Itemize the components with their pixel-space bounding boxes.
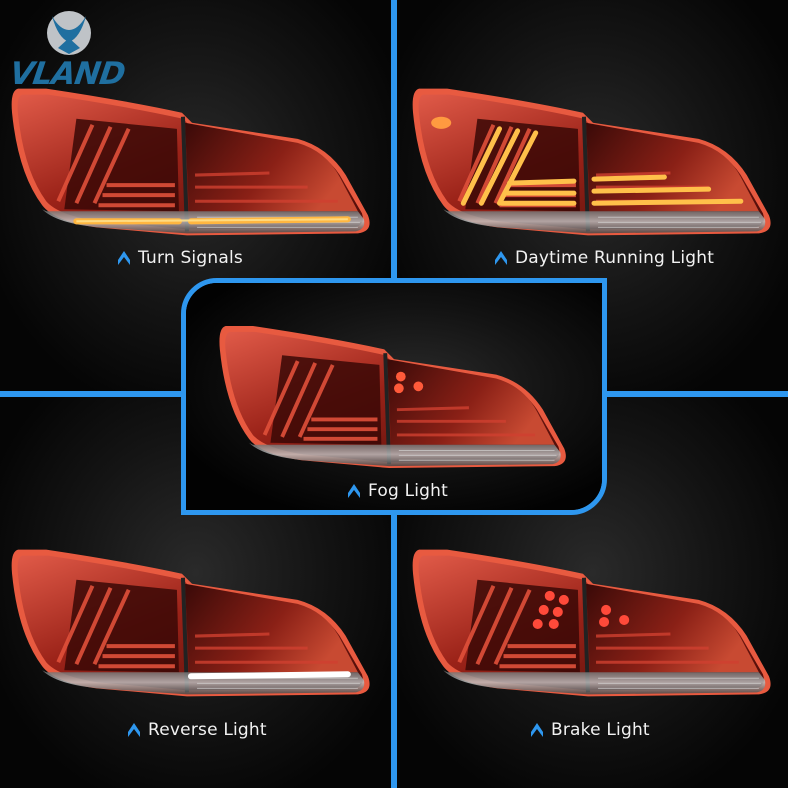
- tail-lamp-image: [6, 543, 378, 705]
- chevron-up-icon: [348, 484, 360, 498]
- chevron-up-icon: [531, 723, 543, 737]
- chevron-up-icon: [495, 251, 507, 265]
- panel-fog-light: Fog Light: [181, 278, 607, 515]
- caption-label: Daytime Running Light: [515, 248, 715, 268]
- vland-emblem-icon: [47, 11, 91, 55]
- tail-lamp-image: [6, 82, 378, 244]
- caption-label: Brake Light: [551, 720, 650, 740]
- caption-brake-light: Brake Light: [531, 720, 650, 740]
- brand-logo: VLAND: [4, 4, 130, 92]
- caption-turn-signals: Turn Signals: [118, 248, 243, 268]
- chevron-up-icon: [128, 723, 140, 737]
- caption-label: Reverse Light: [148, 720, 267, 740]
- caption-reverse-light: Reverse Light: [128, 720, 267, 740]
- chevron-up-icon: [118, 251, 130, 265]
- tail-lamp-image: [214, 319, 574, 477]
- caption-label: Fog Light: [368, 481, 448, 501]
- tail-lamp-image: [407, 543, 779, 705]
- caption-daytime-running-light: Daytime Running Light: [495, 248, 714, 268]
- caption-fog-light: Fog Light: [348, 481, 448, 501]
- tail-lamp-image: [407, 82, 779, 244]
- caption-label: Turn Signals: [138, 248, 243, 268]
- brand-name: VLAND: [7, 56, 127, 92]
